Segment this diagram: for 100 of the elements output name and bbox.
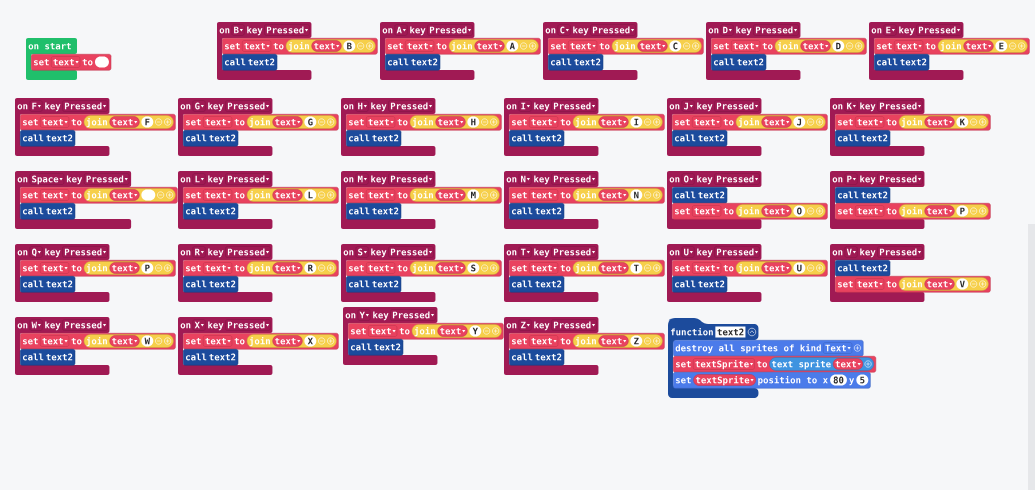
dropdown: text <box>366 116 396 128</box>
variable-block: text <box>637 40 668 52</box>
dropdown: text <box>51 56 81 68</box>
call-block: call text2 <box>509 349 565 366</box>
dropdown: Pressed <box>225 100 271 112</box>
dropdown: text <box>855 116 885 128</box>
dropdown: D <box>720 24 734 36</box>
variable-block: text <box>761 116 792 128</box>
set-block: set text to <box>31 54 112 71</box>
variable-block: text <box>598 262 629 274</box>
variable-block: text <box>924 278 955 290</box>
variable-block: text <box>435 189 466 201</box>
dropdown: T <box>518 246 532 258</box>
input-field: T <box>630 262 643 274</box>
call-block: call text2 <box>509 276 565 293</box>
call-block: call text2 <box>183 276 239 293</box>
call-block: call text2 <box>874 54 930 71</box>
dropdown: text <box>692 262 722 274</box>
call-block: call text2 <box>711 54 767 71</box>
input-field: N <box>630 189 643 201</box>
dropdown: text <box>894 40 924 52</box>
call-block: call text2 <box>835 130 891 147</box>
variable-block: text <box>272 262 303 274</box>
dropdown: Pressed <box>62 319 108 331</box>
input-field: F <box>141 116 154 128</box>
call-block: call text2 <box>509 203 565 220</box>
input-field: Z <box>630 335 643 347</box>
input-field <box>141 189 156 201</box>
dropdown: J <box>681 100 695 112</box>
variable-block: text <box>272 189 303 201</box>
dropdown: text <box>203 262 233 274</box>
variable-block: text <box>924 205 955 217</box>
variable-block: text <box>437 325 468 337</box>
dropdown: text <box>692 116 722 128</box>
dropdown: Pressed <box>225 319 271 331</box>
dropdown: text <box>40 262 70 274</box>
dropdown: Pressed <box>83 173 130 185</box>
dropdown: U <box>681 246 695 258</box>
dropdown: H <box>355 100 369 112</box>
input-field: P <box>956 205 969 217</box>
call-block: call text2 <box>835 260 891 277</box>
dropdown: Pressed <box>427 24 473 36</box>
call-block: call text2 <box>20 203 76 220</box>
call-block: call text2 <box>183 130 239 147</box>
dropdown: text <box>529 262 559 274</box>
variable-block: text <box>598 116 629 128</box>
dropdown: textSprite <box>693 358 755 370</box>
dropdown: Pressed <box>390 309 436 321</box>
dropdown: A <box>394 24 408 36</box>
input-field: K <box>956 116 969 128</box>
input-field: M <box>467 189 480 201</box>
dropdown: K <box>844 100 858 112</box>
input-field: C <box>669 40 682 52</box>
dropdown: Pressed <box>551 246 597 258</box>
dropdown: text <box>529 335 559 347</box>
call-block: call text2 <box>509 130 565 147</box>
call-block: call text2 <box>346 276 402 293</box>
dropdown: Pressed <box>714 100 760 112</box>
dropdown: C <box>557 24 571 36</box>
variable-block: text <box>272 116 303 128</box>
dropdown: text <box>568 40 598 52</box>
variable-block: text <box>924 116 955 128</box>
dropdown: I <box>518 100 532 112</box>
dropdown: text <box>203 335 233 347</box>
dropdown: B <box>231 24 245 36</box>
call-block: call text2 <box>346 203 402 220</box>
dropdown: Pressed <box>753 24 799 36</box>
dropdown: text <box>203 116 233 128</box>
dropdown: text <box>242 40 272 52</box>
dropdown: N <box>518 173 532 185</box>
call-block: call text2 <box>222 54 278 71</box>
dropdown: Y <box>357 309 371 321</box>
dropdown: Pressed <box>225 246 271 258</box>
dropdown: text <box>405 40 435 52</box>
dropdown: text <box>855 205 885 217</box>
dropdown: Pressed <box>264 24 310 36</box>
input-field: V <box>956 278 969 290</box>
dropdown: S <box>355 246 369 258</box>
call-block: call text2 <box>385 54 441 71</box>
input-field: H <box>467 116 480 128</box>
dropdown: W <box>29 319 43 331</box>
dropdown: Pressed <box>714 173 760 185</box>
input-field: S <box>467 262 480 274</box>
dropdown: text <box>529 116 559 128</box>
dropdown: Pressed <box>62 246 108 258</box>
call-block: call text2 <box>348 339 404 356</box>
dropdown: Pressed <box>225 173 271 185</box>
dropdown: Pressed <box>877 100 923 112</box>
dropdown: Pressed <box>590 24 636 36</box>
input-field: I <box>630 116 643 128</box>
variable-block: text <box>109 189 140 201</box>
input-field: P <box>141 262 154 274</box>
input-field <box>94 56 109 68</box>
dropdown: text <box>203 189 233 201</box>
input-field: A <box>506 40 519 52</box>
input-field: U <box>793 262 806 274</box>
dropdown: Pressed <box>551 319 597 331</box>
dropdown: F <box>29 100 43 112</box>
dropdown: text <box>368 325 398 337</box>
dropdown: text <box>731 40 761 52</box>
